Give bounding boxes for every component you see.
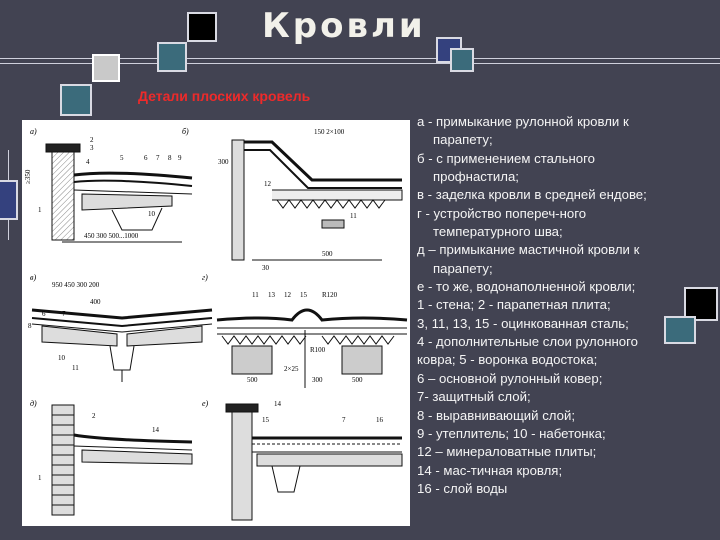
decor-square-teal-top xyxy=(157,42,187,72)
item-a-7: 7 xyxy=(156,154,160,162)
item-a-3: 3 xyxy=(90,144,94,152)
item-a-4: 4 xyxy=(86,158,90,166)
desc-line-14: ковра; 5 - воронка водостока; xyxy=(417,352,598,368)
slide-title: Кровли xyxy=(262,6,426,46)
item-b-11: 11 xyxy=(350,212,357,220)
dim-d-2x25: 2×25 xyxy=(284,365,299,373)
dim-a-dims: 450 300 500...1000 xyxy=(84,232,139,240)
desc-line-12: 3, 11, 13, 15 - оцинкованная сталь; xyxy=(417,315,629,331)
dim-a-height: ≥350 xyxy=(24,169,32,184)
item-c-6: 6 xyxy=(42,310,46,318)
top-decor-line-2 xyxy=(0,63,720,64)
item-a-9: 9 xyxy=(178,154,182,162)
desc-line-18: 9 - утеплитель; 10 - набетонка; xyxy=(417,425,606,441)
item-d-12: 12 xyxy=(284,291,292,299)
desc-line-3: б - с применением стального xyxy=(417,150,595,166)
desc-line-19: 12 – минераловатные плиты; xyxy=(417,444,597,460)
desc-line-21: 16 - слой воды xyxy=(417,480,508,496)
item-a-1: 1 xyxy=(38,206,42,214)
item-c-7: 7 xyxy=(62,310,66,318)
item-a-5: 5 xyxy=(120,154,124,162)
legend-description: а - примыкание рулонной кровли к парапет… xyxy=(417,113,707,498)
dim-b-height: 300 xyxy=(218,158,229,166)
item-f-7: 7 xyxy=(342,416,346,424)
desc-line-5: в - заделка кровли в средней ендове; xyxy=(417,187,647,203)
dim-b-top: 150 2×100 xyxy=(314,128,345,136)
panel-label-b: б) xyxy=(182,127,189,136)
dim-d-500b: 500 xyxy=(352,376,363,384)
item-e-14: 14 xyxy=(152,426,160,434)
item-b-12: 12 xyxy=(264,180,272,188)
item-d-15: 15 xyxy=(300,291,308,299)
desc-line-16: 7- защитный слой; xyxy=(417,389,531,405)
item-e-1: 1 xyxy=(38,474,42,482)
decor-square-teal-left xyxy=(60,84,92,116)
panel-label-e: д) xyxy=(30,399,37,408)
desc-line-13: 4 - дополнительные слои рулонного xyxy=(417,334,638,350)
slide-subtitle: Детали плоских кровель xyxy=(138,88,311,104)
decor-square-navy-left xyxy=(0,180,18,220)
desc-line-7: температурного шва; xyxy=(433,224,563,240)
desc-line-6: г - устройство попереч-ного xyxy=(417,205,587,221)
item-a-8: 8 xyxy=(168,154,172,162)
decor-square-teal-right xyxy=(450,48,474,72)
desc-line-9: парапету; xyxy=(433,260,493,276)
roof-details-figure: а) б) в) г) д) е) 450 300 500...1000 ≥35… xyxy=(22,120,410,526)
panel-label-c: в) xyxy=(30,273,36,282)
roof-details-drawing: а) б) в) г) д) е) 450 300 500...1000 ≥35… xyxy=(24,127,408,521)
dim-d-500a: 500 xyxy=(247,376,258,384)
item-a-10: 10 xyxy=(148,210,156,218)
dim-d-r100: R100 xyxy=(310,346,326,354)
item-e-2: 2 xyxy=(92,412,96,420)
item-d-11: 11 xyxy=(252,291,259,299)
panel-label-f: е) xyxy=(202,399,209,408)
desc-line-17: 8 - выравнивающий слой; xyxy=(417,407,575,423)
desc-line-20: 14 - мас-тичная кровля; xyxy=(417,462,563,478)
panel-label-a: а) xyxy=(30,127,37,136)
panel-label-d: г) xyxy=(202,273,208,282)
desc-line-15: 6 – основной рулонный ковер; xyxy=(417,370,603,386)
top-decor-line-1 xyxy=(0,58,720,59)
desc-line-8: д – примыкание мастичной кровли к xyxy=(417,242,640,258)
decor-square-teal-bottom-right xyxy=(664,316,696,344)
desc-line-1: а - примыкание рулонной кровли к xyxy=(417,114,629,129)
item-a-6: 6 xyxy=(144,154,148,162)
dim-b-base: 30 xyxy=(262,264,270,272)
item-c-10: 10 xyxy=(58,354,66,362)
item-f-16: 16 xyxy=(376,416,384,424)
dim-c-dims: 950 450 300 200 xyxy=(52,281,100,289)
dim-d-300: 300 xyxy=(312,376,323,384)
item-d-13: 13 xyxy=(268,291,276,299)
decor-square-black-top xyxy=(187,12,217,42)
item-c-11: 11 xyxy=(72,364,79,372)
decor-square-gray xyxy=(92,54,120,82)
item-f-14: 14 xyxy=(274,400,282,408)
item-f-15: 15 xyxy=(262,416,270,424)
dim-b-500: 500 xyxy=(322,250,333,258)
desc-line-2: парапету; xyxy=(433,132,493,148)
desc-line-11: 1 - стена; 2 - парапетная плита; xyxy=(417,297,611,313)
item-a-2: 2 xyxy=(90,136,94,144)
decor-square-black-right xyxy=(684,287,718,321)
dim-c-400: 400 xyxy=(90,298,101,306)
item-c-8: 8 xyxy=(28,322,32,330)
dim-d-r120: R120 xyxy=(322,291,338,299)
desc-line-10: е - то же, водонаполненной кровли; xyxy=(417,279,636,295)
desc-line-4: профнастила; xyxy=(433,169,519,185)
